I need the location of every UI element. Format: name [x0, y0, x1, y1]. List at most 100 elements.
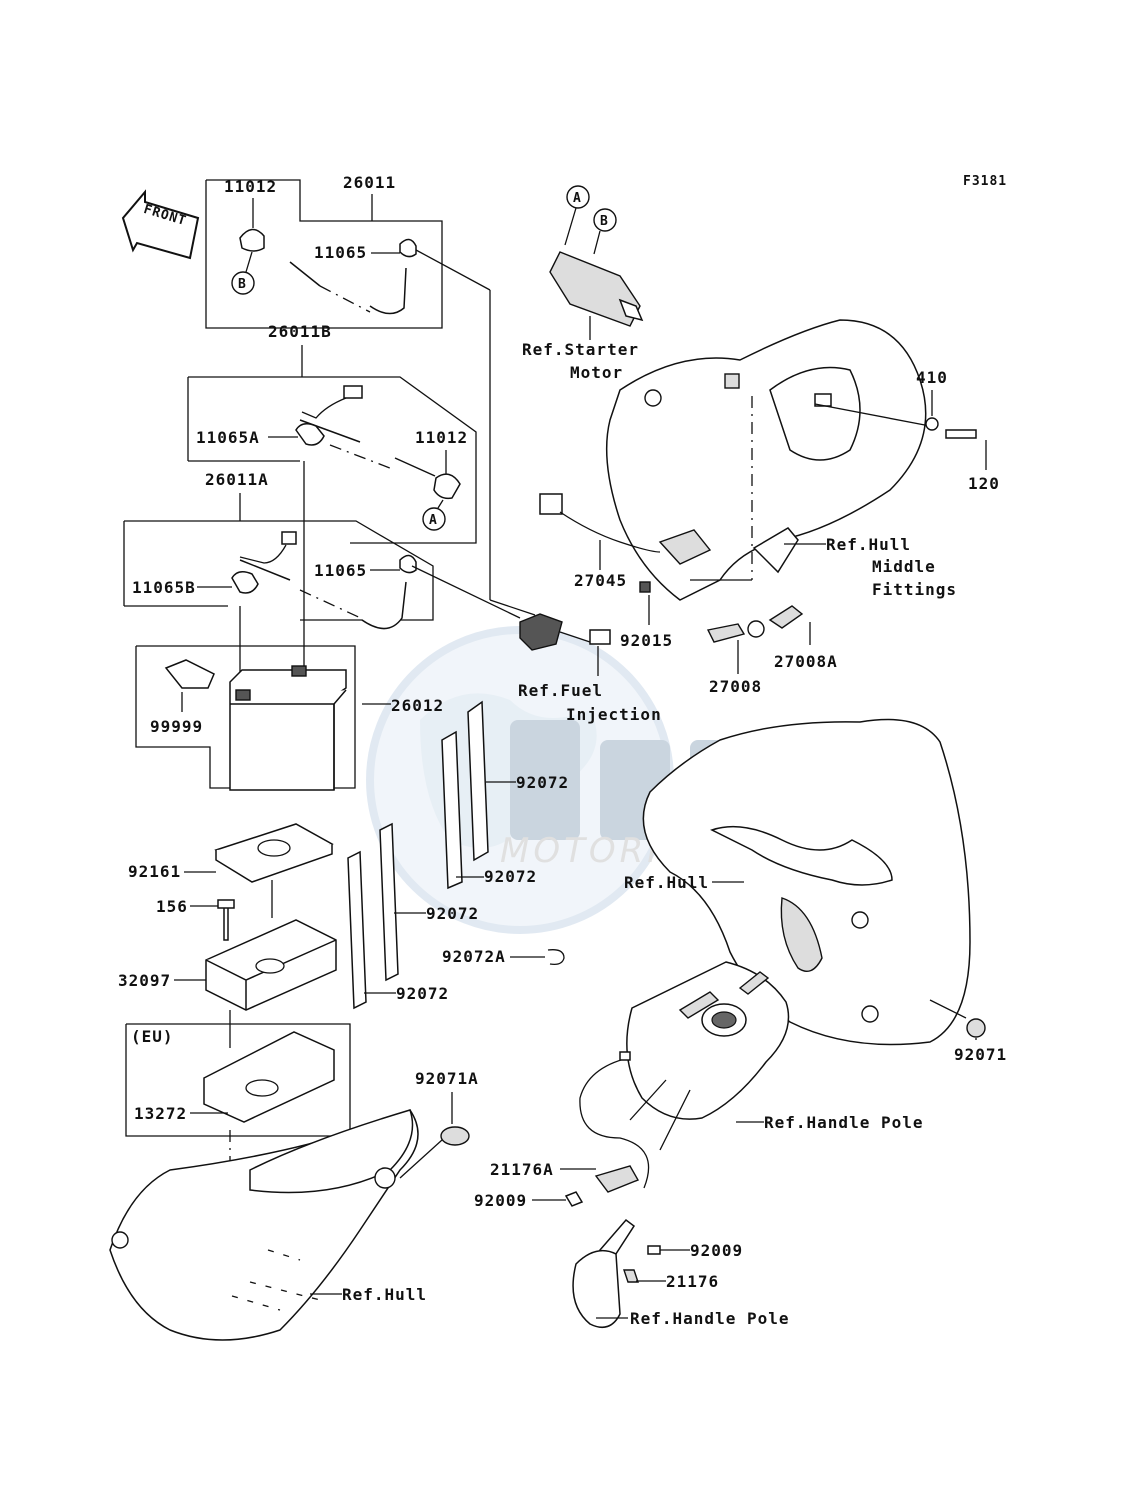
grommet-92071-icon	[966, 1018, 986, 1038]
relay-icon	[658, 529, 712, 565]
ref-hull-right: Ref.Hull	[624, 873, 709, 892]
ref-a-circle-mid	[422, 507, 446, 531]
clip-21176-icon	[623, 1269, 639, 1283]
washer-410	[925, 417, 939, 431]
callout-92071: 92071	[954, 1045, 1007, 1064]
callout-92072-a: 92072	[516, 773, 569, 792]
right-hull-shape	[642, 718, 971, 1046]
svg-text:B: B	[600, 214, 609, 229]
starter-motor: A B Ref.Starter Motor	[522, 185, 644, 382]
callout-99999: 99999	[150, 717, 203, 736]
ref-b-circle-top	[231, 271, 255, 295]
ref-fuel-injection-line1: Ref.Fuel	[518, 681, 603, 700]
ref-fuel-injection-line2: Injection	[566, 705, 662, 724]
strap-92072-c	[379, 822, 399, 982]
callout-120: 120	[968, 474, 1000, 493]
callout-11065-top: 11065	[314, 243, 367, 262]
group-26011: 26011 11012 B 11065	[205, 173, 536, 616]
callout-92071A: 92071A	[415, 1069, 479, 1088]
callout-410: 410	[916, 368, 948, 387]
callout-92161: 92161	[128, 862, 181, 881]
bolt-156-icon	[217, 899, 235, 941]
watermark: MOTORPARTS	[366, 626, 790, 934]
fuel-injection-ref: Ref.Fuel Injection	[518, 613, 662, 724]
ref-starter-motor-line2: Motor	[570, 363, 623, 382]
strap-92072-a	[467, 700, 489, 862]
svg-text:A: A	[429, 513, 438, 528]
battery-case-group: 92161 156 32097	[118, 823, 337, 1048]
front-arrow-icon: FRONT	[121, 189, 200, 260]
ref-a-circle-start	[566, 185, 590, 209]
right-hull: Ref.Hull 92071	[624, 718, 1007, 1064]
callout-11065-mid: 11065	[314, 561, 367, 580]
starter-motor-body-icon	[549, 251, 641, 327]
keys-group: 27008 27008A	[706, 605, 838, 696]
callout-32097: 32097	[118, 971, 171, 990]
ref-starter-motor-line1: Ref.Starter	[522, 340, 639, 359]
connector-26011B	[343, 385, 363, 399]
battery-terminal-left	[235, 689, 251, 701]
grommet-92071A-icon	[440, 1126, 470, 1146]
key-27008-icon	[706, 623, 746, 643]
connector-26011A	[281, 531, 297, 545]
clip-21176A-icon	[594, 1165, 640, 1193]
key-27008A-icon	[768, 605, 804, 629]
figure-code: F3181	[963, 174, 1007, 189]
lower-hull: Ref.Hull 92071A	[109, 1069, 479, 1341]
svg-text:B: B	[238, 277, 247, 292]
harness-27045: 27045 92015	[539, 493, 752, 650]
callout-26012: 26012	[391, 696, 444, 715]
handle-pole-lower: 21176A 92009 92009 21176 Ref.Handle Pole	[474, 1051, 790, 1329]
handle-pole-plate: Ref.Handle Pole	[626, 961, 924, 1151]
battery-terminal-right	[291, 665, 307, 677]
callout-11012-mid: 11012	[415, 428, 468, 447]
battery-straps: 92072 92072 92072 92072 92072A	[347, 700, 569, 1010]
callout-11065A: 11065A	[196, 428, 260, 447]
ref-hull-bottom: Ref.Hull	[342, 1285, 427, 1304]
callout-92072-b: 92072	[484, 867, 537, 886]
callout-156: 156	[156, 897, 188, 916]
handle-pole-plate-shape	[626, 961, 790, 1120]
callout-27045: 27045	[574, 571, 627, 590]
clip-92072A-icon	[547, 949, 565, 966]
callout-92072-c: 92072	[426, 904, 479, 923]
ref-handle-pole-2: Ref.Handle Pole	[630, 1309, 790, 1328]
screw-92009-left-icon	[564, 1191, 584, 1207]
battery-cap-11012-top	[239, 228, 265, 252]
callout-92009-left: 92009	[474, 1191, 527, 1210]
battery-cap-11065B	[231, 571, 259, 594]
callout-26011: 26011	[343, 173, 396, 192]
callout-11065B: 11065B	[132, 578, 196, 597]
strap-92072-b	[441, 730, 463, 890]
screw-92009-right-icon	[647, 1245, 661, 1255]
fuel-injection-module-icon	[519, 613, 563, 651]
svg-text:A: A	[573, 191, 582, 206]
group-26011B: 26011B 11065A 11012 A	[187, 322, 477, 544]
callout-27008A: 27008A	[774, 652, 838, 671]
ref-hull-middle-line3: Fittings	[872, 580, 957, 599]
hull-middle-fittings: 410 120 Ref.Hull Middle Fittings	[605, 319, 1000, 601]
harness-connector-icon	[539, 493, 563, 515]
callout-11012-top: 11012	[224, 177, 277, 196]
battery-cap-11065A	[295, 423, 325, 446]
callout-27008: 27008	[709, 677, 762, 696]
callout-26011A: 26011A	[205, 470, 269, 489]
ref-handle-pole-1: Ref.Handle Pole	[764, 1113, 924, 1132]
strap-92072-d	[347, 850, 367, 1010]
callout-92015: 92015	[620, 631, 673, 650]
bolt-120-icon	[945, 429, 977, 439]
callout-92009-right: 92009	[690, 1241, 743, 1260]
battery-26012	[229, 669, 347, 791]
callout-92072A: 92072A	[442, 947, 506, 966]
battery-group: 99999 26012	[135, 645, 444, 791]
battery-cap-11065-top	[399, 238, 417, 258]
hull-middle-opening	[769, 366, 861, 461]
handle-pole-base	[572, 1249, 621, 1329]
callout-21176: 21176	[666, 1272, 719, 1291]
ref-hull-middle-line2: Middle	[872, 557, 936, 576]
battery-cap-11065-mid	[399, 554, 417, 574]
callout-21176A: 21176A	[490, 1160, 554, 1179]
callout-92072-d: 92072	[396, 984, 449, 1003]
callout-26011B: 26011B	[268, 322, 332, 341]
